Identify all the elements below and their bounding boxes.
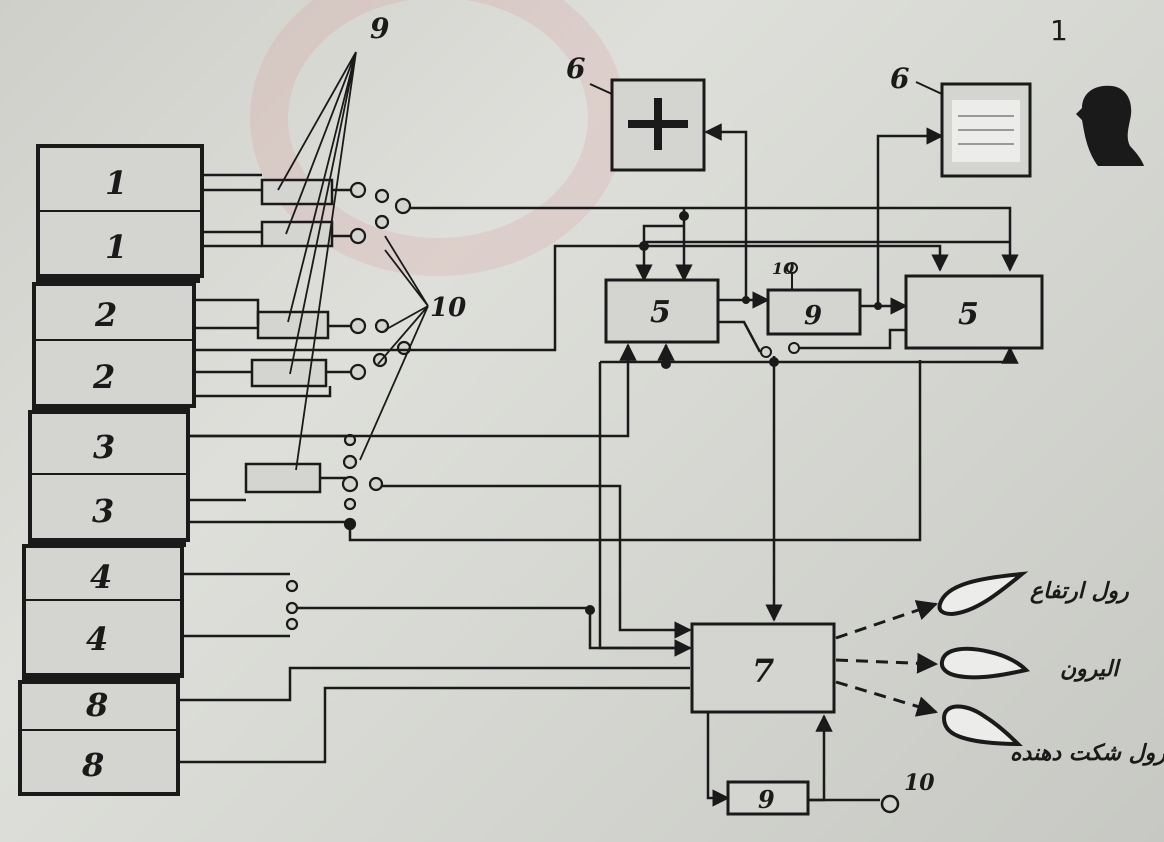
computer-wires (598, 123, 1019, 657)
relay-block-bottom (726, 780, 810, 816)
potentiometer-4 (250, 358, 328, 388)
sensor-label-1b: 1 (105, 228, 127, 266)
servo-block-label: 7 (752, 652, 774, 690)
sensor-group-2 (32, 282, 196, 408)
label-indicator-6-left: 6 (566, 52, 585, 85)
label-contact-10-bottom: 10 (904, 770, 935, 796)
sensor-label-3b: 3 (92, 492, 114, 530)
feedback-wires (706, 712, 880, 807)
potentiometer-2 (260, 220, 334, 248)
sensor-labels: 1 1 2 2 3 3 4 4 8 8 (81, 164, 127, 784)
label-rudder: رول شکت دهنده (1010, 741, 1164, 766)
label-contact-10-small: 10 (772, 259, 794, 278)
actuator-links (835, 600, 939, 717)
sensor-label-8b: 8 (81, 746, 104, 784)
sensor-column (18, 144, 204, 796)
label-contact-10: 10 (430, 293, 466, 323)
page-number: 1 (1050, 14, 1068, 47)
potentiometer-5 (244, 462, 322, 494)
label-elevator: رول ارتفاع (1030, 579, 1129, 604)
relay-mid-label: 9 (804, 301, 822, 331)
sensor-label-8a: 8 (85, 686, 108, 724)
sensor-label-4b: 4 (86, 620, 108, 658)
sensor-group-8 (18, 680, 180, 796)
computer-blocks (604, 274, 1044, 350)
label-aileron: الیرون (1060, 657, 1121, 682)
sensor-label-3a: 3 (93, 428, 115, 466)
control-surfaces (937, 571, 1030, 747)
computer-block-left (604, 278, 720, 344)
aileron-surface (939, 646, 1030, 680)
sensor-label-1a: 1 (105, 164, 127, 202)
relay-block-mid (766, 288, 862, 336)
sensor-label-2b: 2 (92, 358, 115, 396)
elevator-surface (937, 571, 1029, 617)
computer-right-label: 5 (958, 297, 979, 332)
sensor-label-4a: 4 (90, 558, 112, 596)
contact-bottom (880, 794, 900, 814)
junction-dots (585, 211, 882, 615)
label-indicator-6-right: 6 (890, 62, 909, 95)
leader-lines (277, 51, 429, 471)
relay-bottom-label: 9 (758, 785, 775, 814)
indicator-right (915, 81, 1032, 178)
computer-left-label: 5 (650, 295, 671, 330)
indicator-left (589, 78, 706, 172)
rudder-surface (941, 704, 1023, 747)
plus-indicator-icon (628, 98, 688, 150)
sensor-label-2a: 2 (94, 296, 117, 334)
servo-block-7 (690, 622, 836, 714)
label-potentiometer-9: 9 (370, 12, 389, 45)
sensor-group-3 (28, 410, 190, 542)
lined-panel-icon (952, 100, 1020, 162)
pilot-silhouette-icon (1076, 85, 1144, 166)
